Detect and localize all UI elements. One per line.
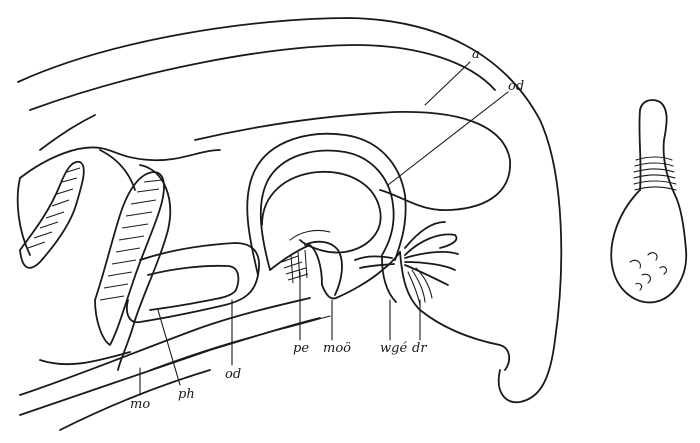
label-moo: moö bbox=[323, 341, 351, 356]
coil-windings bbox=[633, 156, 677, 191]
label-dr: dr bbox=[412, 341, 427, 356]
label-mo: mo bbox=[130, 397, 150, 412]
outer-body-outline bbox=[17, 17, 563, 404]
figure-labels: a od pe moö wgé dr od ph mo bbox=[130, 47, 524, 412]
internal-granules bbox=[629, 252, 668, 291]
label-od-top: od bbox=[508, 79, 524, 94]
central-duct-structures bbox=[269, 240, 511, 371]
label-wge: wgé bbox=[380, 341, 407, 356]
leader-lines bbox=[139, 61, 509, 396]
label-od-bottom: od bbox=[225, 367, 241, 382]
label-a: a bbox=[472, 47, 480, 62]
label-pe: pe bbox=[293, 341, 309, 356]
label-ph: ph bbox=[178, 387, 195, 402]
oviduct-coil bbox=[246, 132, 407, 276]
hatching-band-2 bbox=[99, 179, 163, 301]
pharynx-tube bbox=[19, 297, 331, 431]
left-tissue-mass bbox=[16, 146, 221, 371]
oviduct-lower-loop bbox=[126, 242, 260, 324]
radiating-gland-dr bbox=[354, 221, 459, 306]
hatching-band-1 bbox=[27, 167, 81, 249]
isolated-organ-right bbox=[610, 99, 688, 304]
pe-hatching bbox=[281, 249, 309, 284]
